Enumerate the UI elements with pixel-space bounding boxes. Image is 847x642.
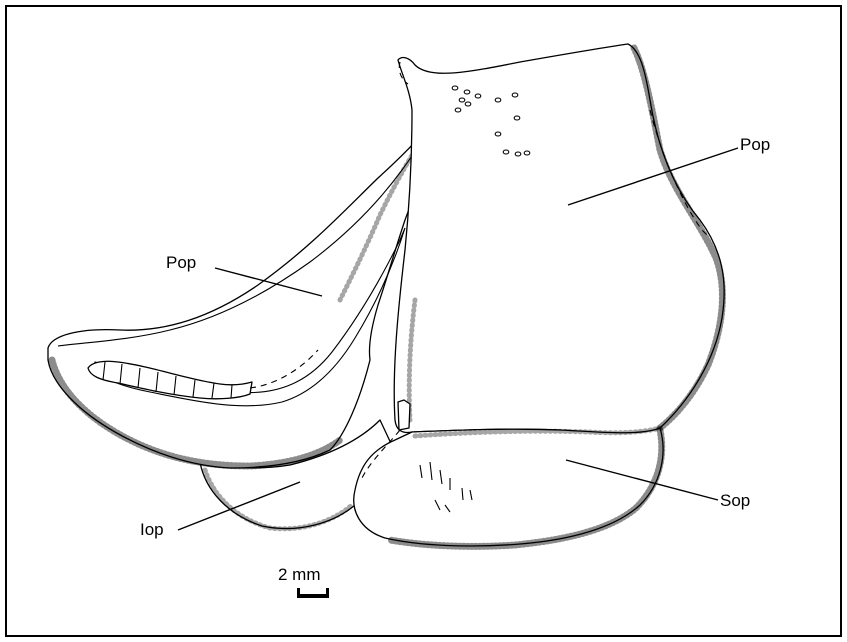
scale-bar: 2 mm	[278, 565, 329, 598]
left-preopercle-bone	[48, 125, 430, 468]
pop-right-label: Pop	[740, 135, 770, 154]
scale-bar-line	[298, 594, 328, 598]
sop-label: Sop	[720, 491, 750, 510]
scale-bar-label: 2 mm	[278, 565, 321, 584]
right-preopercle-bone	[394, 44, 724, 434]
pop-left-label: Pop	[166, 253, 196, 272]
iop-label: Iop	[140, 520, 164, 539]
